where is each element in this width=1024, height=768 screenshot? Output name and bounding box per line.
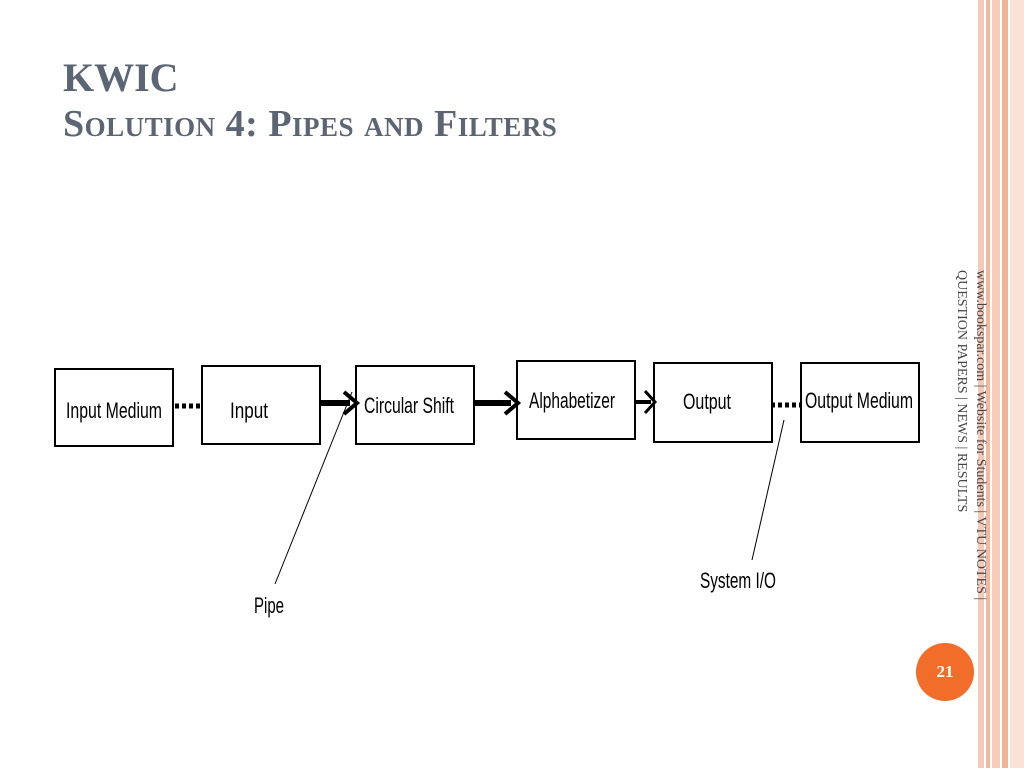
system-io-label: System I/O xyxy=(700,568,776,593)
pipe-arrow-1 xyxy=(320,390,361,416)
box-label-alphabetizer: Alphabetizer xyxy=(529,388,615,413)
box-input-medium: Input Medium xyxy=(54,368,174,447)
pipe-leader-line xyxy=(274,391,353,585)
decorative-stripe xyxy=(992,0,1000,768)
pipe-arrow-3 xyxy=(635,389,658,415)
box-label-input-medium: Input Medium xyxy=(66,398,162,423)
page-number-badge: 21 xyxy=(916,643,974,701)
pipe-arrow-2 xyxy=(474,390,522,416)
page-number: 21 xyxy=(936,662,954,681)
box-label-output-medium: Output Medium xyxy=(805,388,913,413)
slide-title-block: KWIC Solution 4: Pipes and Filters xyxy=(63,54,557,146)
box-label-circular-shift: Circular Shift xyxy=(364,393,454,418)
slide-title: KWIC xyxy=(63,55,179,100)
decorative-stripe xyxy=(1010,0,1024,768)
box-output-medium: Output Medium xyxy=(800,362,920,443)
box-label-output: Output xyxy=(683,389,731,414)
decorative-stripe xyxy=(978,0,984,768)
decorative-stripe xyxy=(1002,0,1008,768)
sidebar-website-text: www.bookspar.com | Website for Students … xyxy=(954,270,988,601)
box-input: Input xyxy=(201,365,321,445)
box-circular-shift: Circular Shift xyxy=(355,365,475,445)
box-alphabetizer: Alphabetizer xyxy=(516,360,636,440)
decorative-stripe xyxy=(986,0,990,768)
pipe-label: Pipe xyxy=(254,593,284,618)
box-output: Output xyxy=(653,362,773,443)
slide-subtitle: Solution 4: Pipes and Filters xyxy=(63,103,558,145)
box-label-input: Input xyxy=(230,398,268,423)
system-io-leader-line xyxy=(751,419,785,561)
